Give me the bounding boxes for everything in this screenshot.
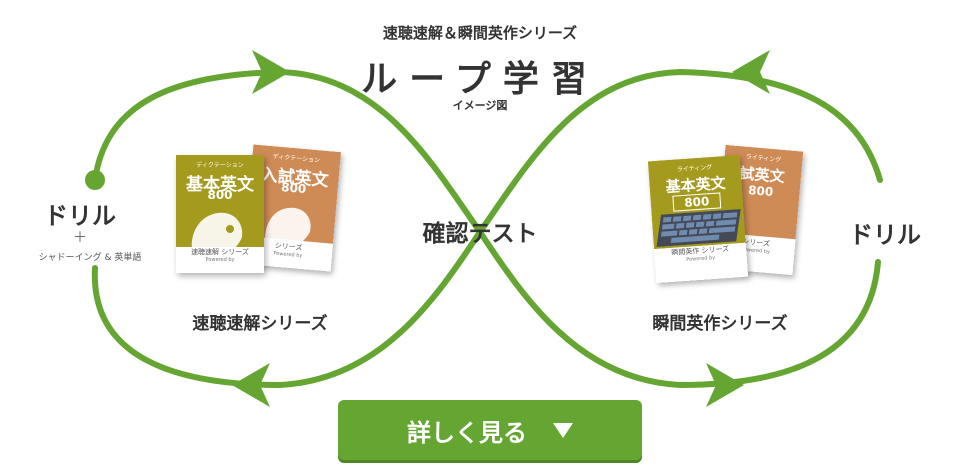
plus-sign: ＋ [73, 230, 87, 246]
keyboard-icon [656, 208, 741, 247]
detail-button-label: 詳しく見る [407, 418, 527, 447]
left-series-caption: 速聴速解シリーズ [192, 314, 328, 334]
shadowing-label: シャドーイング & 英単語 [38, 253, 142, 263]
loop-right-upper [477, 68, 883, 235]
image-note: イメージ図 [452, 99, 508, 112]
arrow-right-icon [252, 50, 290, 94]
head-silhouette-icon [265, 207, 311, 243]
series-subtitle: 速聴速解＆瞬間英作シリーズ [382, 24, 578, 42]
arrow-left-icon [232, 363, 270, 407]
right-series-caption: 瞬間英作シリーズ [652, 314, 788, 334]
page-title: ループ学習 [361, 59, 599, 100]
loop-left-lower [91, 229, 483, 389]
right-drill-label: ドリル [849, 221, 921, 249]
confirm-test-label: 確認テスト [422, 221, 538, 247]
loop-right-lower [477, 229, 881, 389]
book-cover-nyushi: ディクテーション 入試英文 800 シリーズ Powered by [242, 144, 342, 272]
left-drill-label: ドリル [44, 202, 116, 230]
arrow-left-icon [732, 50, 770, 94]
head-silhouette-icon [191, 212, 243, 249]
book-cover-kihon: ディクテーション 基本英文 800 速聴速解 シリーズ Powered by [176, 155, 264, 273]
loop-start-dot [85, 170, 105, 190]
triangle-down-icon [553, 422, 573, 438]
arrow-right-icon [706, 363, 744, 407]
book-cover-kihon-writing: ライティング 基本英文 800 瞬間英作 シリーズ Powered by [647, 154, 749, 284]
detail-button[interactable]: 詳しく見る [338, 400, 642, 460]
